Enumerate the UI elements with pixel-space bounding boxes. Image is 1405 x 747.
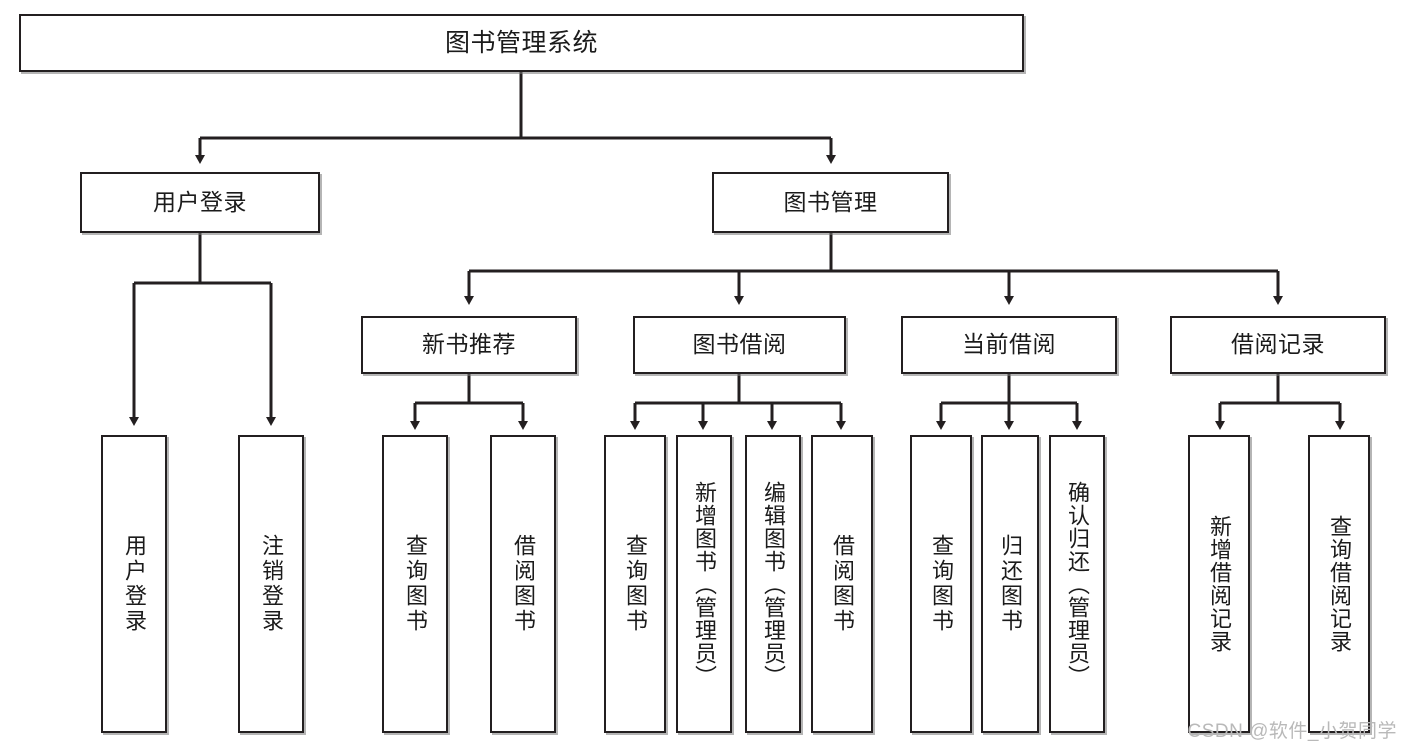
leaf-user-login-logout[interactable]: 注销登录 — [238, 435, 304, 733]
node-label: 查询图书 — [402, 534, 428, 634]
leaf-current-borrow-return-book[interactable]: 归还图书 — [981, 435, 1039, 733]
leaf-new-book-borrow-book[interactable]: 借阅图书 — [490, 435, 556, 733]
node-label: 新增图书（管理员） — [691, 480, 717, 688]
node-label: 查询图书 — [928, 534, 954, 634]
node-label: 图书管理 — [783, 188, 878, 215]
node-label: 当前借阅 — [962, 331, 1056, 358]
node-book-management[interactable]: 图书管理 — [712, 172, 949, 233]
node-label: 确认归还（管理员） — [1064, 480, 1090, 688]
node-label: 新增借阅记录 — [1206, 515, 1232, 653]
node-label: 图书管理系统 — [444, 29, 598, 57]
node-label: 查询图书 — [622, 534, 648, 634]
node-root-book-management-system[interactable]: 图书管理系统 — [19, 14, 1024, 72]
node-label: 编辑图书（管理员） — [760, 480, 786, 688]
node-label: 新书推荐 — [422, 331, 516, 358]
node-label: 查询借阅记录 — [1326, 515, 1352, 653]
node-label: 归还图书 — [997, 534, 1023, 634]
node-label: 借阅图书 — [510, 534, 536, 634]
leaf-book-borrow-borrow-book[interactable]: 借阅图书 — [811, 435, 873, 733]
node-book-borrow[interactable]: 图书借阅 — [633, 316, 846, 374]
node-label: 用户登录 — [121, 534, 147, 634]
node-new-book-recommend[interactable]: 新书推荐 — [361, 316, 577, 374]
node-borrow-record[interactable]: 借阅记录 — [1170, 316, 1386, 374]
node-user-login[interactable]: 用户登录 — [80, 172, 320, 233]
leaf-user-login-login[interactable]: 用户登录 — [101, 435, 167, 733]
csdn-watermark: CSDN @软件_小贺同学 — [1187, 721, 1397, 742]
leaf-current-borrow-query-book[interactable]: 查询图书 — [910, 435, 972, 733]
leaf-current-borrow-confirm-return-admin[interactable]: 确认归还（管理员） — [1049, 435, 1105, 733]
node-label: 注销登录 — [258, 534, 284, 634]
node-label: 用户登录 — [153, 188, 247, 215]
node-label: 借阅记录 — [1231, 331, 1325, 358]
leaf-borrow-record-query-record[interactable]: 查询借阅记录 — [1308, 435, 1370, 733]
leaf-book-borrow-query-book[interactable]: 查询图书 — [604, 435, 666, 733]
node-label: 借阅图书 — [829, 534, 855, 634]
node-label: 图书借阅 — [692, 331, 787, 358]
leaf-book-borrow-edit-book-admin[interactable]: 编辑图书（管理员） — [745, 435, 801, 733]
node-current-borrow[interactable]: 当前借阅 — [901, 316, 1117, 374]
leaf-new-book-query-book[interactable]: 查询图书 — [382, 435, 448, 733]
leaf-borrow-record-add-record[interactable]: 新增借阅记录 — [1188, 435, 1250, 733]
leaf-book-borrow-add-book-admin[interactable]: 新增图书（管理员） — [676, 435, 732, 733]
